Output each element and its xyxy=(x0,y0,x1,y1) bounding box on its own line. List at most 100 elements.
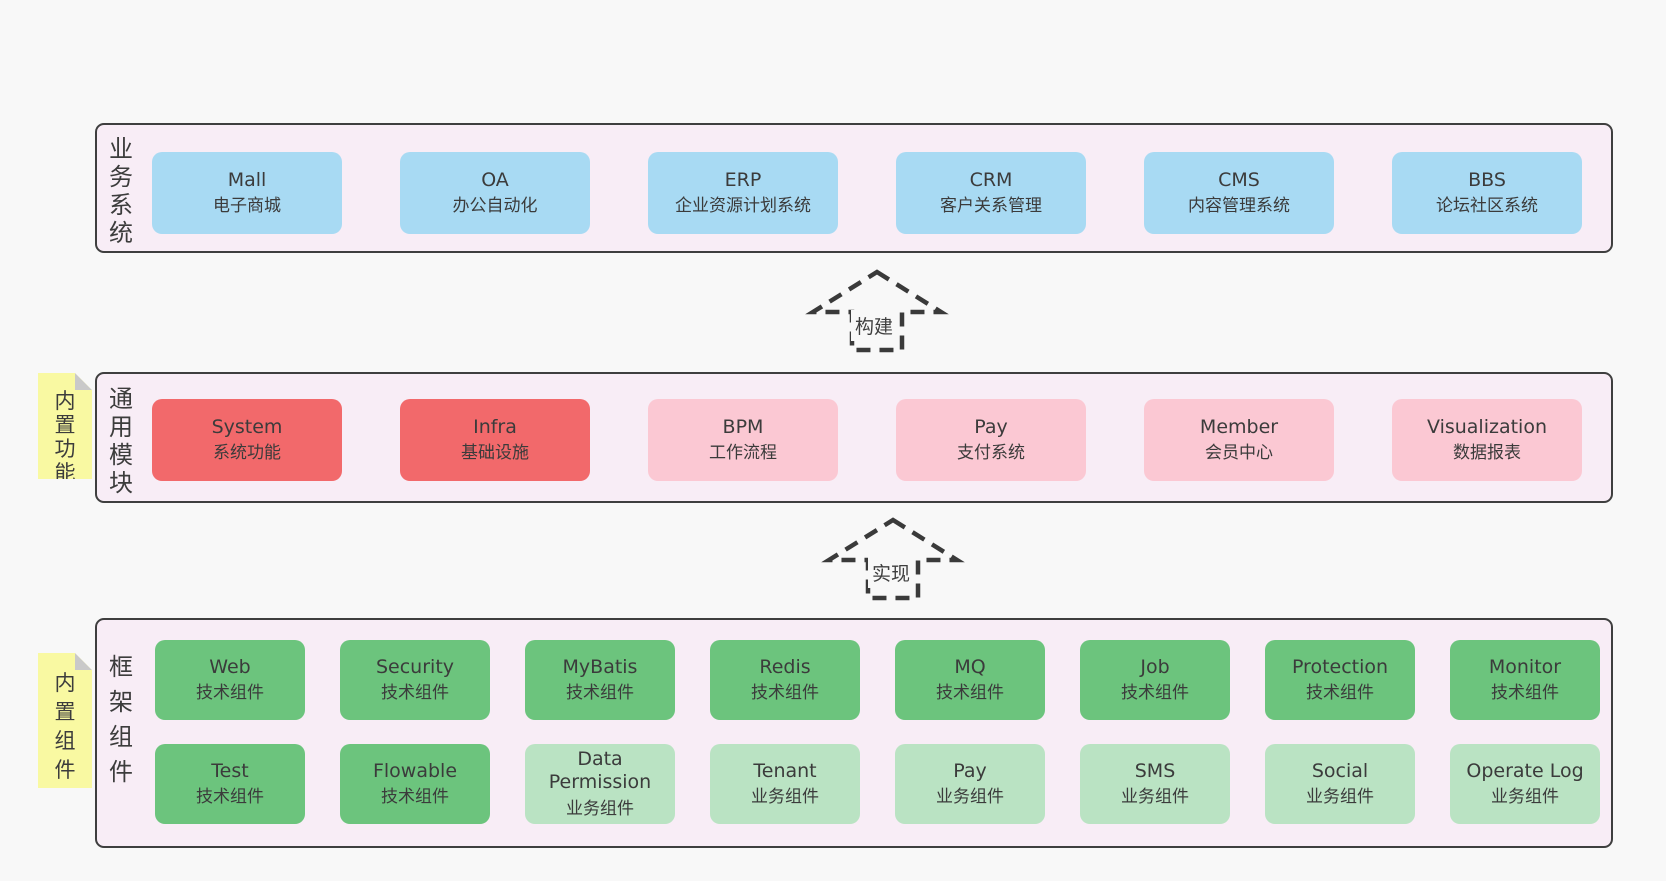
box-social: Social 业务组件 xyxy=(1265,744,1415,824)
box-title: Data Permission xyxy=(548,747,652,794)
box-title: System xyxy=(211,415,283,438)
box-mybatis: MyBatis 技术组件 xyxy=(525,640,675,720)
box-member: Member 会员中心 xyxy=(1144,399,1334,481)
box-title: Member xyxy=(1199,415,1279,438)
box-subtitle: 技术组件 xyxy=(381,787,449,808)
box-title: MyBatis xyxy=(562,655,638,678)
note-text: 内置组件 xyxy=(54,671,76,782)
up-arrow-dashed-build xyxy=(805,269,949,353)
box-tenant: Tenant 业务组件 xyxy=(710,744,860,824)
box-title: Job xyxy=(1140,655,1170,678)
box-subtitle: 技术组件 xyxy=(196,683,264,704)
box-subtitle: 数据报表 xyxy=(1453,443,1521,464)
box-title: Social xyxy=(1311,759,1369,782)
box-subtitle: 内容管理系统 xyxy=(1188,196,1290,217)
box-subtitle: 业务组件 xyxy=(1121,787,1189,808)
box-protection: Protection 技术组件 xyxy=(1265,640,1415,720)
box-subtitle: 基础设施 xyxy=(461,443,529,464)
box-web: Web 技术组件 xyxy=(155,640,305,720)
box-bbs: BBS 论坛社区系统 xyxy=(1392,152,1582,234)
box-title: Pay xyxy=(953,759,987,782)
box-title: Tenant xyxy=(753,759,817,782)
box-subtitle: 技术组件 xyxy=(566,683,634,704)
box-subtitle: 系统功能 xyxy=(213,443,281,464)
tier-label: 业务系统 xyxy=(109,135,133,247)
box-title: Visualization xyxy=(1426,415,1547,438)
tier-label: 通用模块 xyxy=(109,385,133,497)
box-subtitle: 企业资源计划系统 xyxy=(675,196,811,217)
box-title: Monitor xyxy=(1488,655,1562,678)
box-title: CMS xyxy=(1218,168,1260,191)
box-pay-biz: Pay 业务组件 xyxy=(895,744,1045,824)
box-crm: CRM 客户关系管理 xyxy=(896,152,1086,234)
box-title: ERP xyxy=(724,168,762,191)
box-title: MQ xyxy=(954,655,986,678)
box-subtitle: 客户关系管理 xyxy=(940,196,1042,217)
box-title: Test xyxy=(211,759,249,782)
box-title: BBS xyxy=(1468,168,1506,191)
note-fold-icon xyxy=(75,653,92,670)
arrow-label-build: 构建 xyxy=(851,310,898,341)
box-subtitle: 业务组件 xyxy=(751,787,819,808)
box-subtitle: 业务组件 xyxy=(936,787,1004,808)
box-subtitle: 会员中心 xyxy=(1205,443,1273,464)
box-title: CRM xyxy=(969,168,1013,191)
box-subtitle: 技术组件 xyxy=(751,683,819,704)
box-job: Job 技术组件 xyxy=(1080,640,1230,720)
tier-business-systems: 业务系统 Mall 电子商城 OA 办公自动化 ERP 企业资源计划系统 CRM… xyxy=(95,123,1613,253)
box-title: Mall xyxy=(227,168,267,191)
box-operate-log: Operate Log 业务组件 xyxy=(1450,744,1600,824)
box-mq: MQ 技术组件 xyxy=(895,640,1045,720)
note-built-in-features: 内置功能 xyxy=(38,373,92,479)
note-built-in-components: 内置组件 xyxy=(38,653,92,788)
box-title: Flowable xyxy=(372,759,458,782)
box-oa: OA 办公自动化 xyxy=(400,152,590,234)
box-test: Test 技术组件 xyxy=(155,744,305,824)
box-data-permission: Data Permission 业务组件 xyxy=(525,744,675,824)
box-subtitle: 业务组件 xyxy=(1491,787,1559,808)
tier-common-modules: 通用模块 System 系统功能 Infra 基础设施 BPM 工作流程 Pay… xyxy=(95,372,1613,503)
box-title: Redis xyxy=(759,655,811,678)
box-visualization: Visualization 数据报表 xyxy=(1392,399,1582,481)
note-fold-icon xyxy=(75,373,92,390)
box-cms: CMS 内容管理系统 xyxy=(1144,152,1334,234)
box-title: Protection xyxy=(1291,655,1389,678)
box-subtitle: 技术组件 xyxy=(196,787,264,808)
box-subtitle: 工作流程 xyxy=(709,443,777,464)
note-text: 内置功能 xyxy=(54,389,76,485)
box-subtitle: 业务组件 xyxy=(1306,787,1374,808)
box-pay: Pay 支付系统 xyxy=(896,399,1086,481)
box-subtitle: 业务组件 xyxy=(566,799,634,820)
box-monitor: Monitor 技术组件 xyxy=(1450,640,1600,720)
box-subtitle: 支付系统 xyxy=(957,443,1025,464)
box-subtitle: 电子商城 xyxy=(213,196,281,217)
box-title: OA xyxy=(481,168,509,191)
box-erp: ERP 企业资源计划系统 xyxy=(648,152,838,234)
box-redis: Redis 技术组件 xyxy=(710,640,860,720)
box-security: Security 技术组件 xyxy=(340,640,490,720)
tier-label: 框架组件 xyxy=(109,653,133,786)
tier-framework-components: 框架组件 Web 技术组件 Security 技术组件 MyBatis 技术组件… xyxy=(95,618,1613,848)
box-subtitle: 技术组件 xyxy=(381,683,449,704)
box-subtitle: 办公自动化 xyxy=(452,196,538,217)
box-subtitle: 技术组件 xyxy=(1306,683,1374,704)
box-mall: Mall 电子商城 xyxy=(152,152,342,234)
box-infra: Infra 基础设施 xyxy=(400,399,590,481)
box-flowable: Flowable 技术组件 xyxy=(340,744,490,824)
box-subtitle: 论坛社区系统 xyxy=(1436,196,1538,217)
box-title: Pay xyxy=(974,415,1008,438)
box-subtitle: 技术组件 xyxy=(936,683,1004,704)
box-title: BPM xyxy=(722,415,764,438)
box-title: Infra xyxy=(473,415,517,438)
box-subtitle: 技术组件 xyxy=(1491,683,1559,704)
arrow-label-implement: 实现 xyxy=(868,557,915,588)
box-sms: SMS 业务组件 xyxy=(1080,744,1230,824)
up-arrow-dashed-implement xyxy=(821,517,965,601)
box-subtitle: 技术组件 xyxy=(1121,683,1189,704)
box-title: Security xyxy=(375,655,455,678)
box-bpm: BPM 工作流程 xyxy=(648,399,838,481)
box-title: SMS xyxy=(1134,759,1176,782)
box-title: Operate Log xyxy=(1466,759,1584,782)
box-system: System 系统功能 xyxy=(152,399,342,481)
